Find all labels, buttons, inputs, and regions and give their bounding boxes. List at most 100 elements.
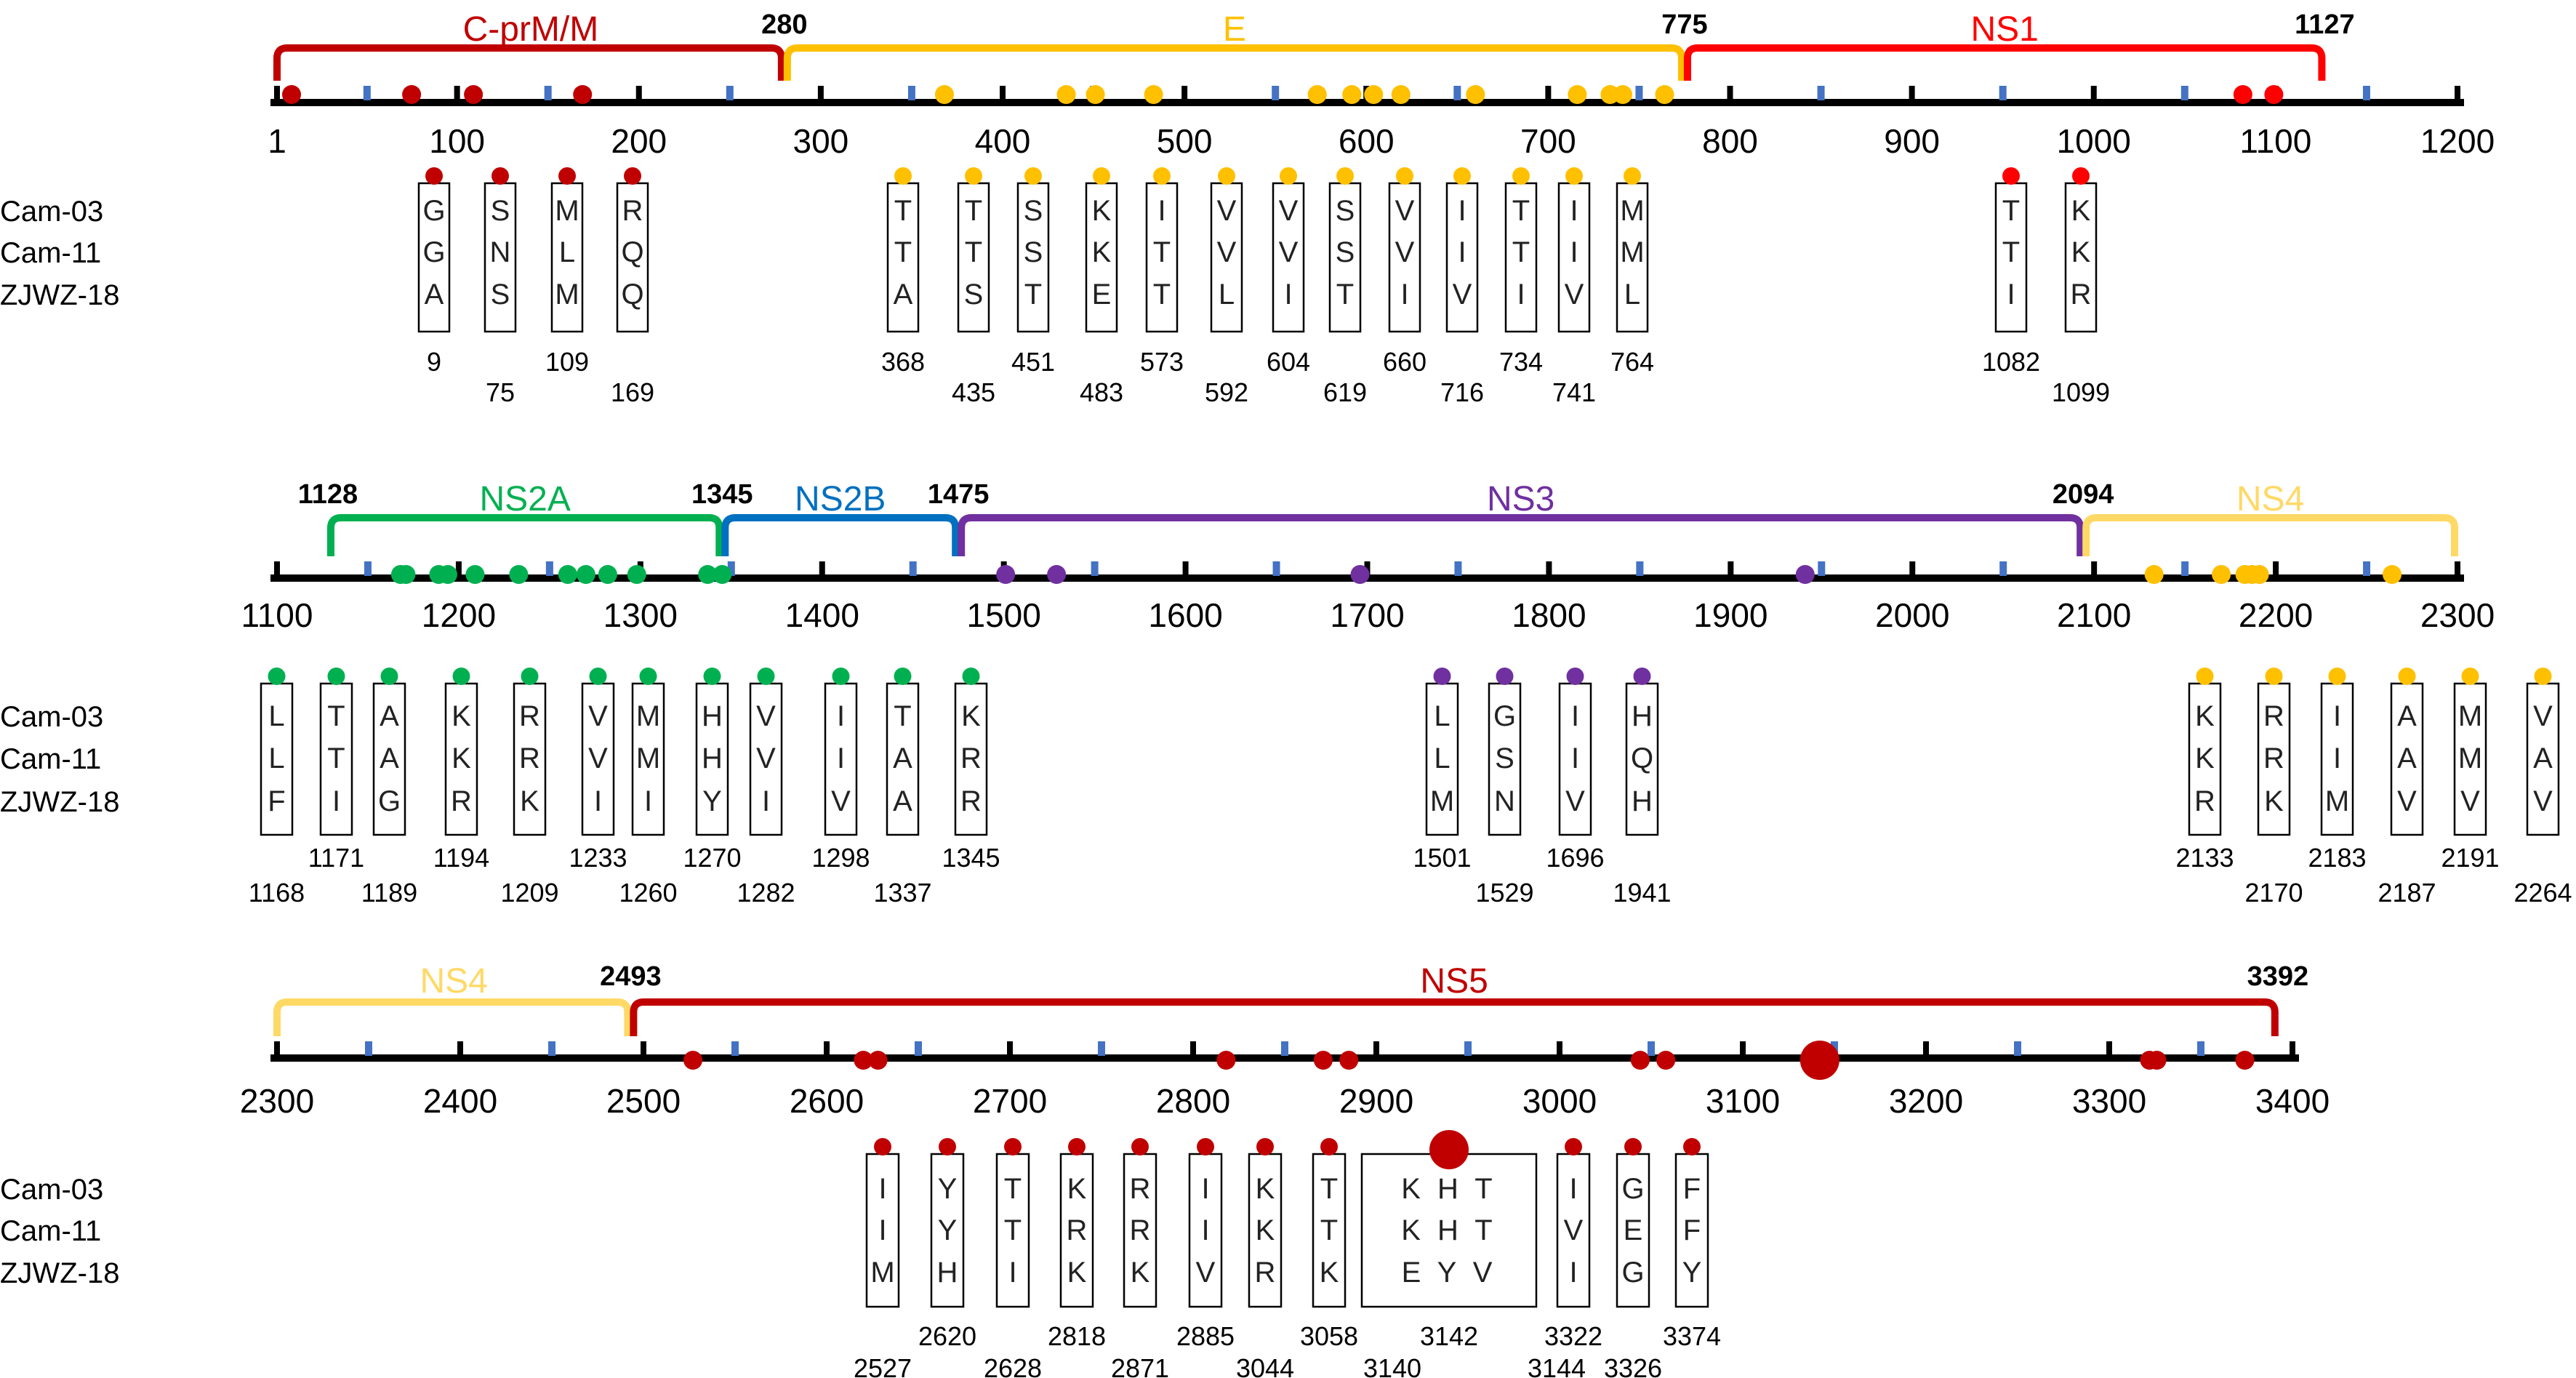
site-position: 1209	[500, 878, 558, 908]
axis-minor-tick	[1999, 561, 2007, 576]
amino-acid: G	[1621, 1257, 1644, 1289]
mutation-dot	[598, 565, 617, 584]
amino-acid: K	[1320, 1257, 1339, 1289]
axis-minor-tick	[544, 86, 552, 100]
amino-acid: T	[327, 700, 345, 732]
axis-tick-label: 3200	[1889, 1082, 1963, 1120]
amino-acid: M	[1430, 785, 1454, 817]
site-marker-dot	[2328, 668, 2346, 685]
axis-tick-label: 1600	[1148, 596, 1222, 634]
strain-label: Cam-11	[0, 1215, 101, 1247]
site-marker-dot	[1496, 668, 1514, 685]
amino-acid: M	[555, 279, 579, 311]
site-position: 1501	[1413, 843, 1471, 873]
mutation-dot	[2233, 85, 2252, 104]
amino-acid: K	[2071, 195, 2091, 227]
site-box	[957, 182, 990, 333]
amino-acid: R	[1255, 1257, 1276, 1289]
region-label: E	[1223, 10, 1246, 49]
amino-acid: I	[1157, 195, 1165, 227]
site-marker-dot	[624, 167, 641, 185]
site-box	[1616, 1153, 1650, 1308]
site-position: 3374	[1663, 1321, 1721, 1351]
amino-acid: V	[2397, 785, 2417, 817]
amino-acid: K	[2264, 785, 2284, 817]
mutation-dot	[1391, 85, 1411, 104]
site-position: 1099	[2052, 377, 2110, 407]
site-marker-dot	[1336, 167, 1354, 185]
mutation-dot	[868, 1051, 888, 1070]
site-marker-dot	[2072, 167, 2090, 185]
site-marker-dot	[1218, 167, 1235, 185]
amino-acid: A	[2397, 700, 2417, 732]
amino-acid: S	[491, 195, 510, 227]
axis-tick-label: 800	[1702, 122, 1758, 160]
site-position: 75	[486, 377, 515, 407]
site-marker-dot	[589, 668, 607, 685]
site-marker-dot	[1453, 167, 1471, 185]
site-position: 3142	[1420, 1321, 1478, 1351]
site-marker-dot	[380, 668, 398, 685]
axis-minor-tick	[545, 561, 553, 576]
axis-tick-label: 3100	[1706, 1082, 1780, 1120]
mutation-dot	[1799, 1041, 1839, 1080]
amino-acid: H	[1632, 700, 1653, 732]
amino-acid: I	[1201, 1173, 1209, 1205]
site-marker-dot	[639, 668, 657, 685]
amino-acid: I	[1571, 742, 1579, 774]
axis-minor-tick	[1464, 1041, 1472, 1056]
amino-acid: S	[1024, 236, 1043, 268]
amino-acid: Q	[621, 236, 643, 268]
amino-acid: I	[1570, 236, 1578, 268]
mutation-dot	[1568, 85, 1587, 104]
amino-acid: E	[1092, 279, 1112, 311]
region-label: NS2A	[479, 480, 570, 518]
mutation-dot	[627, 565, 646, 584]
amino-acid: L	[559, 236, 575, 268]
axis-minor-tick	[726, 86, 734, 100]
amino-acid: K	[452, 700, 471, 732]
axis-tick-label: 1400	[785, 596, 859, 634]
amino-acid: Y	[938, 1214, 958, 1246]
amino-acid: R	[2263, 742, 2284, 774]
site-box	[2453, 682, 2487, 836]
amino-acid: I	[2007, 279, 2015, 311]
amino-acid: T	[894, 195, 912, 227]
region-boundary-label: 1475	[928, 479, 990, 510]
amino-acid: V	[1564, 1214, 1584, 1246]
amino-acid: K H T	[1401, 1214, 1497, 1246]
amino-acid: T	[965, 195, 982, 227]
site-marker-dot	[2265, 668, 2283, 685]
site-position: 716	[1440, 377, 1484, 407]
amino-acid: N	[490, 236, 511, 268]
amino-acid: I	[1571, 700, 1579, 732]
site-box	[1328, 182, 1362, 333]
site-marker-dot	[939, 1138, 956, 1155]
amino-acid: R	[960, 785, 982, 817]
mutation-dot	[1307, 85, 1327, 104]
site-position: 3058	[1300, 1321, 1358, 1351]
amino-acid: T	[965, 236, 982, 268]
axis-tick-label: 3300	[2072, 1082, 2146, 1120]
axis-tick-label: 1800	[1512, 596, 1586, 634]
mutation-dot	[854, 1051, 873, 1070]
site-marker-dot	[1004, 1138, 1022, 1155]
amino-acid: K H T	[1401, 1173, 1497, 1205]
amino-acid: K	[1067, 1173, 1087, 1205]
amino-acid: H	[1632, 785, 1653, 817]
amino-acid: I	[1458, 195, 1466, 227]
site-box	[260, 682, 294, 836]
region-bracket	[273, 44, 785, 81]
strain-label: ZJWZ-18	[0, 279, 119, 311]
